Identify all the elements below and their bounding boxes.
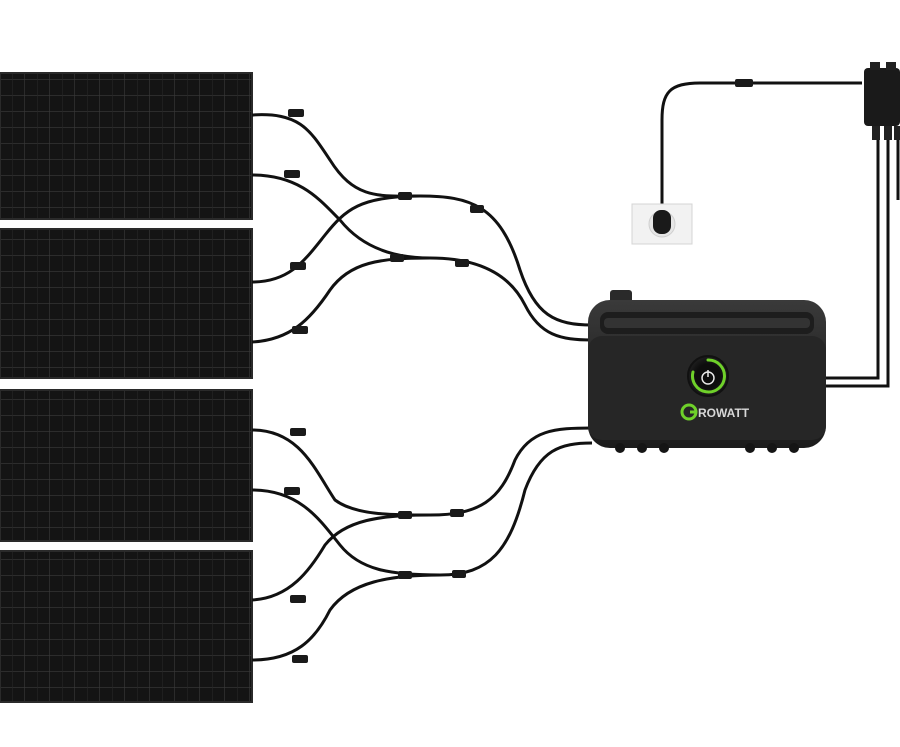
- power-station: ROWATT: [588, 290, 826, 453]
- solar-panel-2: [0, 228, 253, 379]
- solar-panel-4: [0, 550, 253, 703]
- cable-connector: [735, 79, 753, 87]
- solar-panel-1: [0, 72, 253, 220]
- microinverter-icon: [864, 62, 900, 140]
- wall-outlet-icon: [631, 203, 693, 245]
- upper-panel-cables: [251, 113, 593, 344]
- plug-cable: [660, 81, 862, 212]
- brand-text: ROWATT: [698, 406, 750, 420]
- ac-output-cables: [826, 140, 900, 388]
- brand-logo: ROWATT: [680, 403, 750, 421]
- mc4-connectors: [284, 109, 484, 663]
- plug-icon: [653, 210, 671, 234]
- status-display: [687, 355, 729, 397]
- solar-panel-3: [0, 389, 253, 542]
- power-button-icon[interactable]: [701, 370, 715, 385]
- lower-panel-cables: [251, 426, 593, 662]
